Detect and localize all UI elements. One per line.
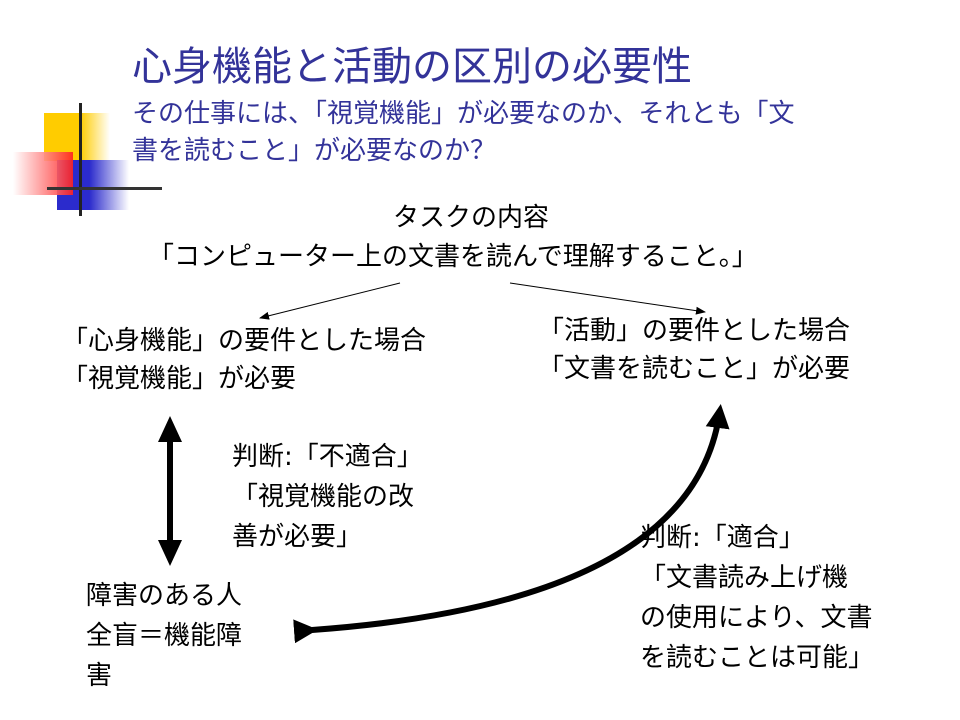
- decor-horizontal-line: [47, 187, 162, 190]
- right-box-line: 「文書を読むこと」が必要: [538, 354, 851, 384]
- slide-subtitle: その仕事には、「視覚機能」が必要なのか、それとも「文 書を読むこと」が必要なのか…: [132, 96, 794, 170]
- right-box-line: 「活動」の要件とした場合: [538, 316, 851, 346]
- left-box: 「心身機能」の要件とした場合 「視覚機能」が必要: [62, 322, 426, 398]
- judgment-right-line: を読むことは可能」: [640, 643, 875, 673]
- person-line: 障害のある人: [86, 581, 243, 611]
- person-line: 全盲＝機能障: [86, 621, 243, 651]
- curved-arrow: [293, 404, 730, 644]
- subtitle-line: 書を読むこと」が必要なのか？: [132, 136, 497, 166]
- arrow-head-up: [158, 416, 182, 442]
- subtitle-line: その仕事には、「視覚機能」が必要なのか、それとも「文: [132, 99, 795, 129]
- person-box: 障害のある人 全盲＝機能障 害: [86, 576, 242, 696]
- arrow-to-left-box: [259, 282, 401, 320]
- right-box: 「活動」の要件とした場合 「文書を読むこと」が必要: [538, 312, 850, 388]
- arrow-to-right-box: [509, 282, 706, 315]
- task-heading: タスクの内容: [393, 203, 550, 233]
- left-box-line: 「心身機能」の要件とした場合: [62, 326, 427, 356]
- task-content: 「コンピューター上の文書を読んで理解すること。」: [148, 242, 758, 272]
- person-line: 害: [86, 661, 113, 691]
- arrow-head-down: [158, 540, 182, 566]
- decor-vertical-line: [79, 103, 82, 216]
- left-box-line: 「視覚機能」が必要: [62, 364, 297, 394]
- slide-title: 心身機能と活動の区別の必要性: [132, 44, 692, 90]
